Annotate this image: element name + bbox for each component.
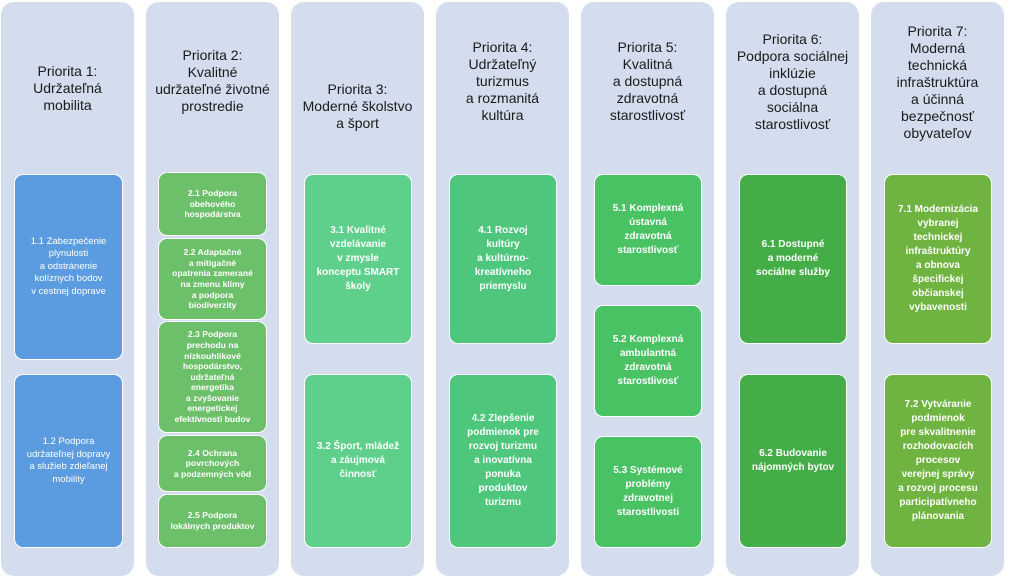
measure-4-2-label: 4.2 Zlepšenie podmienok pre rozvoj turiz… <box>467 413 539 508</box>
measure-7-2-label: 7.2 Vytváranie podmienok pre skvalitneni… <box>898 399 978 522</box>
measure-2-1: 2.1 Podpora obehového hospodárstva <box>158 172 267 236</box>
measure-2-3-label: 2.3 Podpora prechodu na nízkouhlíkové ho… <box>174 329 251 425</box>
priority-3-title: Priorita 3: Moderné školstvo a šport <box>302 81 413 131</box>
measure-6-1-label: 6.1 Dostupné a moderné sociálne služby <box>756 239 830 278</box>
measure-1-2: 1.2 Podpora udržateľnej dopravy a služie… <box>14 374 123 548</box>
measure-7-2: 7.2 Vytváranie podmienok pre skvalitneni… <box>884 374 992 548</box>
priority-column-5: Priorita 5: Kvalitná a dostupná zdravotn… <box>581 2 714 576</box>
priority-column-1: Priorita 1: Udržateľná mobilita 1.1 Zabe… <box>1 2 134 576</box>
priority-column-3: Priorita 3: Moderné školstvo a šport 3.1… <box>291 2 424 576</box>
priority-1-title: Priorita 1: Udržateľná mobilita <box>33 63 102 113</box>
priority-column-4: Priorita 4: Udržateľný turizmus a rozman… <box>436 2 569 576</box>
measure-3-1: 3.1 Kvalitné vzdelávanie v zmysle koncep… <box>304 174 412 344</box>
measure-4-1: 4.1 Rozvoj kultúry a kultúrno- kreatívne… <box>449 174 557 344</box>
measure-1-1-label: 1.1 Zabezpečenie plynulosti a odstráneni… <box>30 235 107 297</box>
measure-2-4: 2.4 Ochrana povrchových a podzemných vôd <box>158 435 267 492</box>
priority-column-7: Priorita 7: Moderná technická infraštruk… <box>871 2 1004 576</box>
measure-4-1-label: 4.1 Rozvoj kultúry a kultúrno- kreatívne… <box>474 225 532 292</box>
measure-7-1-label: 7.1 Modernizácia vybranej technickej inf… <box>897 204 979 313</box>
measure-2-3: 2.3 Podpora prechodu na nízkouhlíkové ho… <box>158 321 267 433</box>
measure-2-5-label: 2.5 Podpora lokálnych produktov <box>170 510 255 531</box>
measure-6-2: 6.2 Budovanie nájomných bytov <box>739 374 847 548</box>
priority-6-title: Priorita 6: Podpora sociálnej inklúzie a… <box>736 31 849 132</box>
measure-5-2: 5.2 Komplexná ambulantná zdravotná staro… <box>594 305 702 417</box>
measure-5-1-label: 5.1 Komplexná ústavná zdravotná starostl… <box>612 203 684 256</box>
measure-3-2: 3.2 Šport, mládež a záujmová činnosť <box>304 374 412 548</box>
measure-4-2: 4.2 Zlepšenie podmienok pre rozvoj turiz… <box>449 374 557 548</box>
measure-7-1: 7.1 Modernizácia vybranej technickej inf… <box>884 174 992 344</box>
measure-6-1: 6.1 Dostupné a moderné sociálne služby <box>739 174 847 344</box>
measure-5-3: 5.3 Systémové problémy zdravotnej staros… <box>594 436 702 548</box>
priority-column-6: Priorita 6: Podpora sociálnej inklúzie a… <box>726 2 859 576</box>
priority-2-title: Priorita 2: Kvalitné udržateľné životné … <box>155 47 270 114</box>
measure-5-1: 5.1 Komplexná ústavná zdravotná starostl… <box>594 174 702 286</box>
priority-column-2: Priorita 2: Kvalitné udržateľné životné … <box>146 2 279 576</box>
measure-6-2-label: 6.2 Budovanie nájomných bytov <box>751 448 835 473</box>
priority-5-title: Priorita 5: Kvalitná a dostupná zdravotn… <box>609 39 686 123</box>
measure-5-2-label: 5.2 Komplexná ambulantná zdravotná staro… <box>612 334 684 387</box>
measure-3-1-label: 3.1 Kvalitné vzdelávanie v zmysle koncep… <box>316 225 400 292</box>
priority-7-title: Priorita 7: Moderná technická infraštruk… <box>896 23 979 141</box>
measure-2-1-label: 2.1 Podpora obehového hospodárstva <box>184 188 241 220</box>
measure-3-2-label: 3.2 Šport, mládež a záujmová činnosť <box>316 441 400 480</box>
priority-4-title: Priorita 4: Udržateľný turizmus a rozman… <box>465 39 540 123</box>
measure-2-2: 2.2 Adaptačné a mitigačné opatrenia zame… <box>158 238 267 320</box>
measure-1-1: 1.1 Zabezpečenie plynulosti a odstráneni… <box>14 174 123 360</box>
measure-5-3-label: 5.3 Systémové problémy zdravotnej staros… <box>613 465 683 518</box>
measure-1-2-label: 1.2 Podpora udržateľnej dopravy a služie… <box>26 436 111 485</box>
measure-2-2-label: 2.2 Adaptačné a mitigačné opatrenia zame… <box>172 247 253 311</box>
measure-2-4-label: 2.4 Ochrana povrchových a podzemných vôd <box>173 447 252 479</box>
measure-2-5: 2.5 Podpora lokálnych produktov <box>158 494 267 548</box>
